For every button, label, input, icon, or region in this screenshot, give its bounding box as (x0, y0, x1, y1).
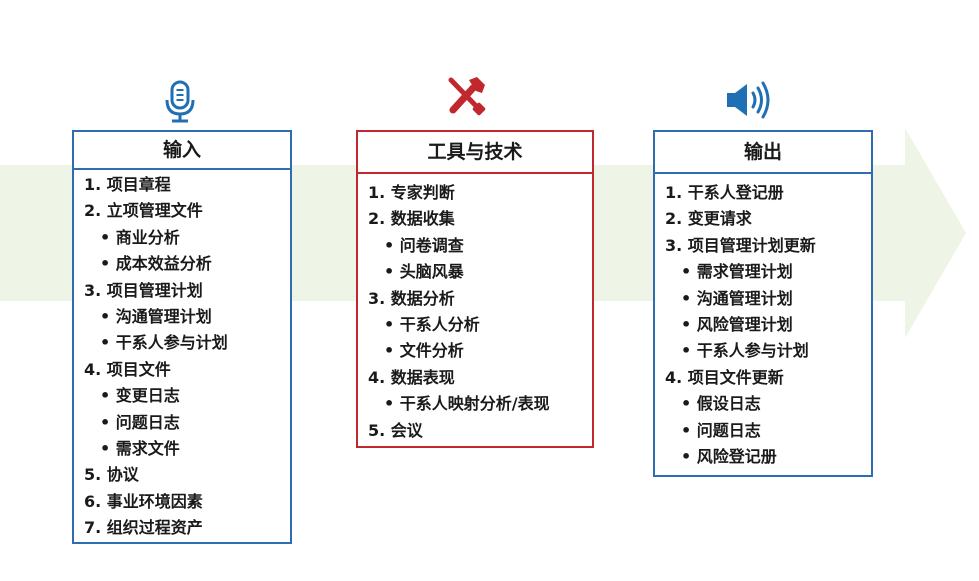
tools-title: 工具与技术 (358, 132, 592, 174)
sub-list-item: • 假设日志 (681, 394, 761, 414)
sub-list-item: • 需求文件 (100, 439, 180, 459)
sub-list-item: • 问题日志 (681, 420, 761, 440)
list-item: 5. 会议 (368, 420, 423, 440)
list-item: 4. 项目文件 (84, 359, 171, 379)
list-item: 7. 组织过程资产 (84, 518, 203, 538)
sub-list-item: • 干系人参与计划 (100, 333, 228, 353)
list-item: 1. 干系人登记册 (665, 183, 784, 202)
outputs-panel: 输出 1. 干系人登记册 2. 变更请求 3. 项目管理计划更新 • 需求管理计划 • … (653, 130, 873, 477)
list-item: 4. 数据表现 (368, 367, 455, 387)
sub-list-item: • 风险登记册 (681, 447, 777, 467)
tools-list: 1. 专家判断 2. 数据收集 • 问卷调查 • 头脑风暴 3. 数据分析 • 干系人分析… (358, 174, 592, 444)
outputs-title: 输出 (655, 132, 871, 174)
inputs-title: 输入 (74, 132, 290, 170)
sub-list-item: • 干系人映射分析/表现 (384, 394, 550, 414)
list-item: 2. 立项管理文件 (84, 201, 203, 221)
sub-list-item: • 沟通管理计划 (100, 307, 212, 327)
sub-list-item: • 文件分析 (384, 341, 464, 361)
sub-list-item: • 商业分析 (100, 227, 180, 247)
sub-list-item: • 问卷调查 (384, 235, 464, 255)
sub-list-item: • 头脑风暴 (384, 262, 464, 282)
inputs-panel: 输入 1. 项目章程 2. 立项管理文件 • 商业分析 • 成本效益分析 3. 项目管理… (72, 130, 292, 544)
sub-list-item: • 干系人参与计划 (681, 341, 809, 361)
sub-list-item: • 沟通管理计划 (681, 288, 793, 308)
sub-list-item: • 问题日志 (100, 412, 180, 432)
list-item: 1. 专家判断 (368, 183, 455, 202)
list-item: 1. 项目章程 (84, 175, 171, 194)
list-item: 5. 协议 (84, 465, 139, 485)
wrench-screwdriver-icon (448, 77, 486, 116)
speaker-icon (727, 81, 770, 119)
sub-list-item: • 干系人分析 (384, 315, 480, 335)
inputs-list: 1. 项目章程 2. 立项管理文件 • 商业分析 • 成本效益分析 3. 项目管理计划 •… (74, 170, 290, 542)
tools-panel: 工具与技术 1. 专家判断 2. 数据收集 • 问卷调查 • 头脑风暴 3. 数据分析 •… (356, 130, 594, 448)
sub-list-item: • 变更日志 (100, 386, 180, 406)
sub-list-item: • 成本效益分析 (100, 254, 212, 274)
outputs-list: 1. 干系人登记册 2. 变更请求 3. 项目管理计划更新 • 需求管理计划 • 沟通管… (655, 174, 871, 470)
sub-list-item: • 需求管理计划 (681, 262, 793, 282)
list-item: 2. 变更请求 (665, 209, 752, 229)
list-item: 2. 数据收集 (368, 209, 455, 229)
list-item: 3. 项目管理计划更新 (665, 235, 816, 255)
microphone-icon (165, 80, 195, 123)
list-item: 3. 项目管理计划 (84, 280, 203, 300)
list-item: 6. 事业环境因素 (84, 491, 203, 511)
list-item: 3. 数据分析 (368, 288, 455, 308)
list-item: 4. 项目文件更新 (665, 367, 784, 387)
sub-list-item: • 风险管理计划 (681, 315, 793, 335)
